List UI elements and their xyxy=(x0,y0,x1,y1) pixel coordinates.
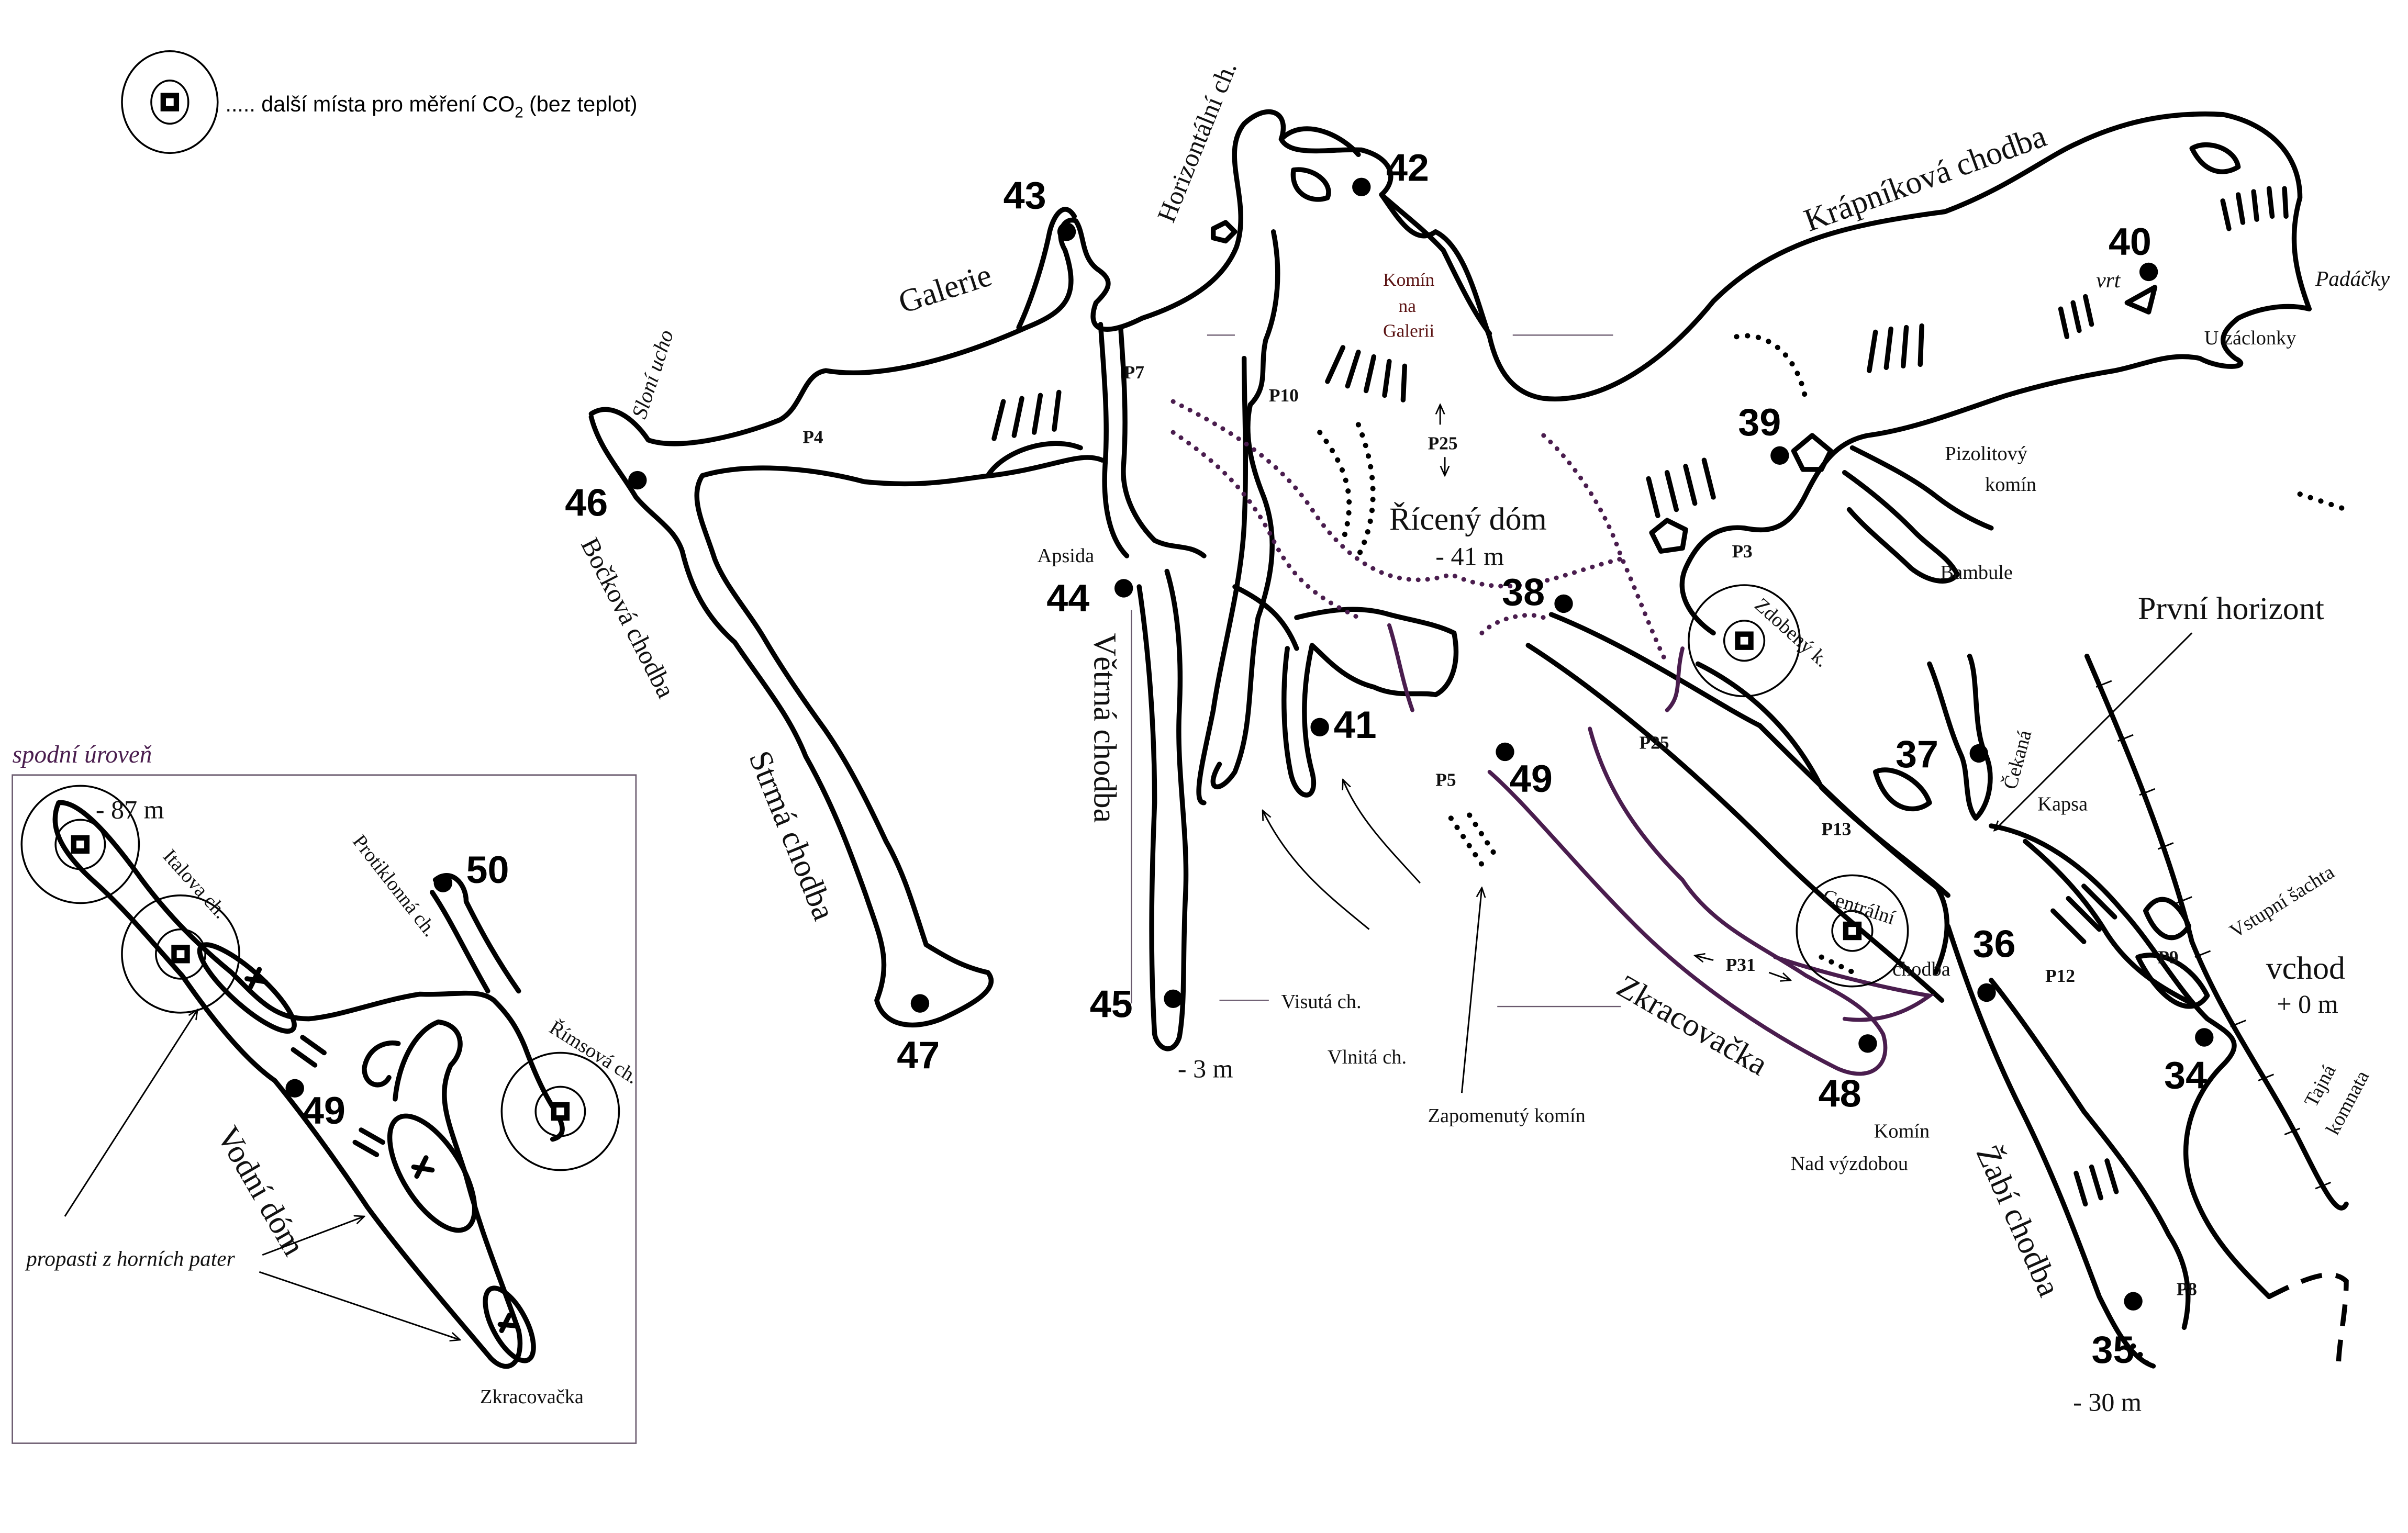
label-plus0: + 0 m xyxy=(2277,989,2338,1019)
station-dots xyxy=(628,177,2214,1311)
pitch-p25-upper: P25 xyxy=(1428,433,1458,454)
label-bambule: Bambule xyxy=(1941,562,2013,584)
pitch-p12: P12 xyxy=(2045,965,2075,986)
station-48[interactable]: 48 xyxy=(1819,1072,1861,1115)
station-39[interactable]: 39 xyxy=(1738,400,1781,444)
label-vstupni-sachta: Vstupní šachta xyxy=(2226,861,2338,943)
label-visuta: Visutá ch. xyxy=(1281,991,1361,1013)
station-42[interactable]: 42 xyxy=(1386,146,1429,189)
lower-level-projection xyxy=(1170,399,1935,1076)
co2-measurement-point-icon xyxy=(121,50,219,154)
label-strma: Strmá chodba xyxy=(742,746,842,925)
station-37[interactable]: 37 xyxy=(1896,732,1938,776)
label-komin-nad-2: Nad výzdobou xyxy=(1791,1153,1909,1175)
label-pizolitovy-1: Pizolitový xyxy=(1945,443,2027,465)
label-komin-galerie-3: Galerii xyxy=(1383,320,1434,341)
co2-point-lower-87 xyxy=(20,785,140,904)
lower-level-inset: spodní úroveň 49 50 - 87 m Italova ch. P… xyxy=(12,741,642,1444)
label-zkracovacka-lower: Zkracovačka xyxy=(480,1386,584,1408)
label-komin-nad-1: Komín xyxy=(1874,1121,1930,1143)
pitch-p9: P9 xyxy=(2158,946,2178,967)
pitch-p13: P13 xyxy=(1821,819,1851,840)
co2-point-rimsova xyxy=(500,1051,620,1171)
station-34[interactable]: 34 xyxy=(2164,1053,2207,1096)
label-kapsa: Kapsa xyxy=(2037,793,2088,815)
pitch-p7: P7 xyxy=(1124,362,1144,383)
label-zkracovacka: Zkracovačka xyxy=(1611,968,1774,1083)
label-protiklonna: Protiklonná ch. xyxy=(348,831,441,941)
label-bockova: Bočková chodba xyxy=(575,533,681,702)
pitch-p5: P5 xyxy=(1435,769,1456,790)
station-38[interactable]: 38 xyxy=(1502,570,1545,613)
pitch-p3: P3 xyxy=(1732,541,1752,562)
pitch-p8: P8 xyxy=(2177,1278,2197,1299)
station-dot-50 xyxy=(433,874,452,892)
label-cekana: Čekaná xyxy=(1999,728,2036,792)
pointer-arrows xyxy=(1263,405,2193,1093)
arrow-propasti-2 xyxy=(262,1216,364,1256)
label-chodba: chodba xyxy=(1892,958,1950,980)
inset-frame xyxy=(12,774,637,1444)
label-u-zaclonky: U záclonky xyxy=(2204,327,2296,349)
arrow-propasti-3 xyxy=(259,1271,460,1340)
label-horizontalni: Horizontální ch. xyxy=(1151,57,1242,226)
pitch-p31: P31 xyxy=(1726,954,1756,975)
label-vchod: vchod xyxy=(2266,950,2345,986)
label-komin-galerie-2: na xyxy=(1399,295,1417,316)
station-49-lower[interactable]: 49 xyxy=(303,1089,345,1132)
station-numbers: 34 35 36 37 38 39 40 41 42 43 44 45 46 4… xyxy=(565,146,2207,1371)
station-40[interactable]: 40 xyxy=(2109,220,2151,263)
label-zabi-chodba: Žabí chodba xyxy=(1969,1140,2067,1302)
upper-level-passages xyxy=(588,109,2349,1373)
station-43[interactable]: 43 xyxy=(1004,174,1046,217)
lower-level-passages xyxy=(52,800,565,1369)
co2-point-centralni xyxy=(1796,874,1909,988)
station-50[interactable]: 50 xyxy=(466,848,509,891)
label-sloni-ucho: Sloní ucho xyxy=(627,327,678,421)
arrow-propasti-1 xyxy=(64,1010,198,1217)
label-vrt: vrt xyxy=(2096,268,2121,292)
label-vetrna: Větrná chodba xyxy=(1087,633,1123,823)
station-dot-49-lower xyxy=(285,1079,304,1098)
label-komin-galerie-1: Komín xyxy=(1383,269,1435,290)
station-47[interactable]: 47 xyxy=(897,1033,940,1077)
pitch-p10: P10 xyxy=(1269,385,1299,406)
station-49[interactable]: 49 xyxy=(1510,757,1553,800)
legend-text: ..... další místa pro měření CO2 (bez te… xyxy=(226,92,638,121)
station-35[interactable]: 35 xyxy=(2092,1328,2135,1371)
station-41[interactable]: 41 xyxy=(1334,703,1377,746)
label-propasti: propasti z horních pater xyxy=(25,1246,235,1270)
pitch-p25-lower: P25 xyxy=(1640,732,1669,753)
label-minus41: - 41 m xyxy=(1435,542,1504,571)
label-padacky: Padáčky xyxy=(2315,266,2390,290)
co2-point-italova xyxy=(121,894,240,1014)
lower-level-title: spodní úroveň xyxy=(13,741,152,768)
label-galerie: Galerie xyxy=(894,257,996,320)
label-apsida: Apsida xyxy=(1038,545,1095,567)
label-minus30: - 30 m xyxy=(2073,1387,2142,1417)
label-zapomenuty: Zapomenutý komín xyxy=(1428,1105,1586,1127)
pitch-p4: P4 xyxy=(802,427,823,447)
co2-point-zdobeny xyxy=(1688,584,1801,698)
label-prvni-horizont: První horizont xyxy=(2138,591,2324,626)
station-46[interactable]: 46 xyxy=(565,480,608,524)
label-vodni-dom: Vodní dóm xyxy=(210,1121,312,1262)
label-pizolitovy-2: komín xyxy=(1985,474,2036,496)
label-minus87: - 87 m xyxy=(96,795,164,824)
label-vlnita: Vlnitá ch. xyxy=(1328,1046,1407,1068)
station-45[interactable]: 45 xyxy=(1090,982,1133,1026)
label-riceny-dom: Řícený dóm xyxy=(1389,501,1547,537)
legend: ..... další místa pro měření CO2 (bez te… xyxy=(121,50,638,154)
station-44[interactable]: 44 xyxy=(1046,576,1089,620)
station-36[interactable]: 36 xyxy=(1972,922,2015,966)
label-minus3: - 3 m xyxy=(1178,1054,1233,1083)
